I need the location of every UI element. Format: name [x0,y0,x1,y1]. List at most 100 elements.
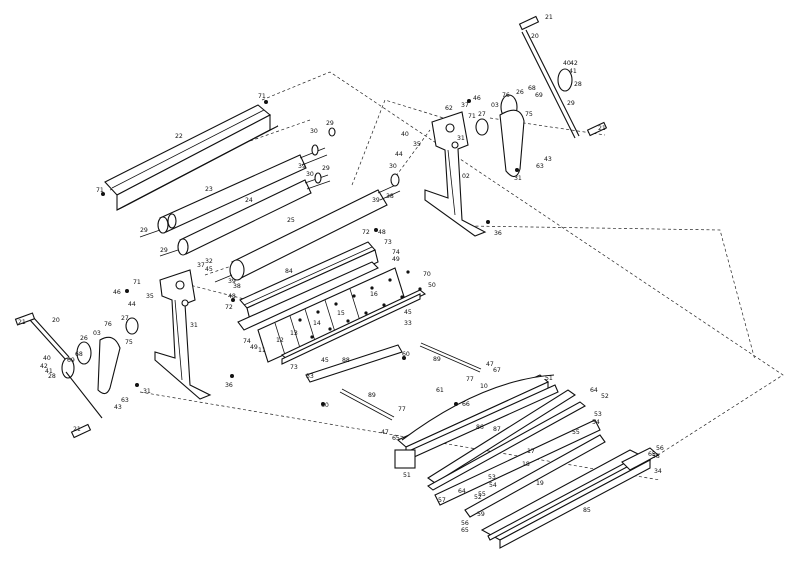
callout-47: 47 [381,429,389,436]
callout-20: 20 [531,33,539,40]
callout-29: 29 [326,120,334,127]
callout-37: 37 [197,262,205,269]
callout-76: 76 [502,92,510,99]
callout-12: 12 [276,337,284,344]
callout-54: 54 [489,482,497,489]
callout-40: 40 [43,355,51,362]
callout-64: 64 [590,387,598,394]
callout-41: 41 [45,368,53,375]
callout-26: 26 [516,89,524,96]
callout-24: 24 [245,197,253,204]
callout-74: 74 [392,249,400,256]
left-crank-handle-part [14,312,139,439]
callout-28: 28 [48,373,56,380]
callout-38: 38 [233,283,241,290]
callout-51: 51 [403,472,411,479]
callout-46: 46 [473,95,481,102]
left-side-frame-part [154,269,212,400]
callout-33: 33 [306,373,314,380]
callout-03: 03 [491,102,499,109]
callout-32: 32 [205,258,213,265]
callout-63: 63 [536,163,544,170]
callout-21: 21 [598,125,606,132]
callout-23: 23 [205,186,213,193]
callout-43: 43 [544,156,552,163]
callout-38: 38 [386,193,394,200]
callout-89: 89 [368,392,376,399]
right-crank-handle-part [475,15,608,178]
callout-54: 54 [592,419,600,426]
callout-53: 53 [488,474,496,481]
callout-75: 75 [125,339,133,346]
callout-22: 22 [175,133,183,140]
callout-65: 65 [648,451,656,458]
callout-31: 31 [190,322,198,329]
callout-43: 43 [114,404,122,411]
base-plates-part [427,389,606,518]
callout-52: 52 [601,393,609,400]
callout-29: 29 [160,247,168,254]
callout-15: 15 [337,310,345,317]
callout-26: 26 [80,335,88,342]
upper-roller-part [139,127,336,238]
callout-58: 58 [652,453,660,460]
callout-39: 39 [372,197,380,204]
callout-60: 60 [402,351,410,358]
callout-77: 77 [398,406,406,413]
callout-60: 60 [321,402,329,409]
callout-31: 31 [143,388,151,395]
callout-31: 31 [514,175,522,182]
bending-leaf-part [394,374,559,469]
callout-14: 14 [313,320,321,327]
callout-17: 17 [527,448,535,455]
callout-02: 02 [462,173,470,180]
callout-56: 56 [656,445,664,452]
callout-76: 76 [104,321,112,328]
callout-30: 30 [310,128,318,135]
callout-73: 73 [290,364,298,371]
callout-88: 88 [342,357,350,364]
right-side-frame-part [424,111,487,237]
callout-56: 56 [461,520,469,527]
callout-61: 61 [436,387,444,394]
callout-30: 30 [389,163,397,170]
callout-30: 30 [306,171,314,178]
callout-68: 68 [75,351,83,358]
callout-72: 72 [362,229,370,236]
callout-73: 73 [384,239,392,246]
callout-55: 55 [572,429,580,436]
callout-33: 33 [404,320,412,327]
callout-03: 03 [93,330,101,337]
callout-21: 21 [73,426,81,433]
callout-72: 72 [225,304,233,311]
callout-29: 29 [567,100,575,107]
callout-42: 42 [40,363,48,370]
lower-bars-part [305,342,482,421]
callout-45: 45 [205,266,213,273]
callout-75: 75 [525,111,533,118]
callout-29: 29 [322,165,330,172]
callout-27: 27 [121,315,129,322]
callout-70: 70 [423,271,431,278]
callout-45: 45 [404,309,412,316]
callout-51: 51 [545,375,553,382]
callout-87: 87 [493,426,501,433]
callout-49: 49 [250,344,258,351]
callout-59: 59 [477,511,485,518]
callout-84: 84 [285,268,293,275]
callout-21: 21 [545,14,553,21]
callout-39: 39 [298,163,306,170]
callout-labels: 7122713029392330292429293039382537324571… [18,14,664,534]
callout-28: 28 [574,81,582,88]
clamp-bar-part [280,289,427,365]
callout-89: 89 [433,356,441,363]
callout-66: 66 [462,401,470,408]
callout-40: 40 [401,131,409,138]
callout-36: 36 [225,382,233,389]
callout-20: 20 [52,317,60,324]
callout-10: 10 [480,383,488,390]
callout-67: 67 [493,367,501,374]
callout-44: 44 [395,151,403,158]
callout-53: 53 [594,411,602,418]
